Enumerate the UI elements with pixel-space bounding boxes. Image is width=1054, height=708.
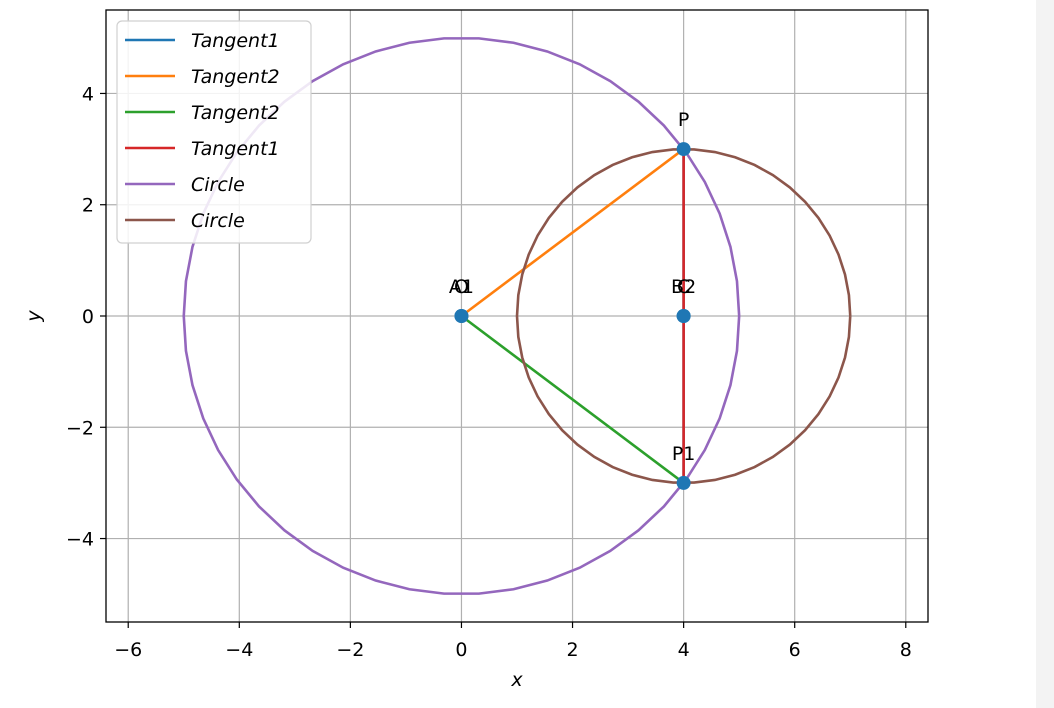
series-line [460,314,685,484]
series-circle [182,37,741,595]
series-circle [515,148,852,484]
point-marker [454,309,469,323]
legend-label: Tangent2 [191,102,280,124]
y-tick-label: 2 [82,195,94,217]
legend-label: Tangent1 [191,30,280,52]
legend-label: Tangent1 [191,138,280,160]
point-label: C [677,276,690,298]
point-marker [676,475,691,490]
point-label: B2 [671,276,696,298]
point-marker [676,142,691,157]
legend-label: Circle [191,210,245,232]
x-tick-label: −2 [336,639,364,661]
x-tick-label: 2 [566,639,578,661]
x-tick-label: −4 [225,639,253,661]
x-tick-label: 0 [455,639,467,661]
y-tick-label: 4 [82,83,94,105]
y-axis-label: y [23,310,45,323]
x-tick-label: 4 [678,639,690,661]
x-axis-label: x [510,669,523,691]
legend: Tangent1Tangent2Tangent2Tangent1CircleCi… [116,20,312,244]
point-label: P1 [672,443,696,465]
y-tick-label: −4 [66,529,94,551]
legend-label: Tangent2 [191,66,280,88]
point-label: P [678,109,689,131]
y-ticks: −4 −2 0 2 4 [66,83,106,551]
point-label: O [454,276,469,298]
scrollbar-track[interactable] [1036,0,1054,708]
legend-label: Circle [191,174,245,196]
point-label: A1 [449,276,474,298]
x-tick-label: 8 [900,639,912,661]
series-line [460,148,685,318]
points-layer: OA1 CB2 P P1 [449,109,696,490]
point-marker [676,309,691,323]
x-ticks: −6 −4 −2 0 2 4 6 8 [114,622,912,661]
y-tick-label: −2 [66,417,94,439]
y-tick-label: 0 [82,306,94,328]
x-tick-label: 6 [789,639,801,661]
x-tick-label: −6 [114,639,142,661]
